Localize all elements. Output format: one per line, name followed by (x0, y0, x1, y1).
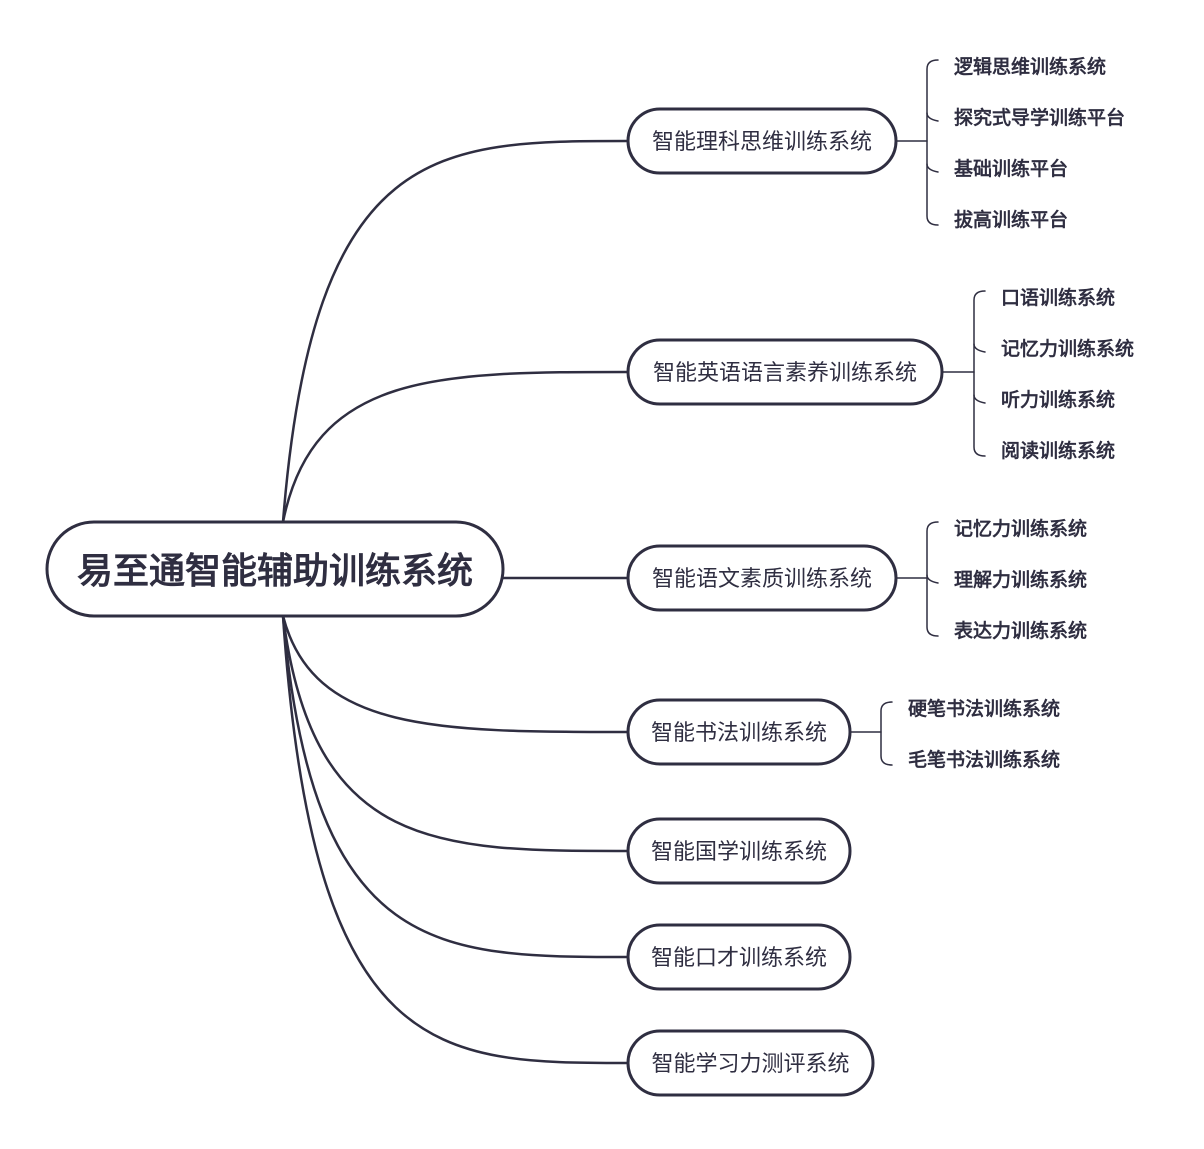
root-node[interactable]: 易至通智能辅助训练系统 (45, 520, 505, 618)
branch-connector (281, 614, 630, 1065)
bracket-spine (926, 59, 939, 226)
branch-connector (281, 614, 630, 734)
branch-node-label: 智能书法训练系统 (651, 721, 827, 746)
bracket-tick (926, 574, 939, 584)
branch-connector (281, 370, 630, 524)
branch-node-box (626, 544, 898, 612)
branch-node-label: 智能学习力测评系统 (651, 1052, 849, 1077)
leaf-node-label[interactable]: 口语训练系统 (1001, 286, 1115, 309)
leaf-brackets (849, 59, 986, 766)
leaf-node-label[interactable]: 硬笔书法训练系统 (908, 697, 1060, 720)
branch-connectors (281, 139, 630, 1065)
branch-node[interactable]: 智能书法训练系统 (626, 698, 852, 766)
bracket-tick (973, 394, 986, 404)
bracket-tick (926, 112, 939, 122)
branch-connector (281, 614, 630, 853)
bracket-spine (880, 701, 893, 766)
leaf-node-label[interactable]: 基础训练平台 (953, 157, 1068, 180)
leaf-node-label[interactable]: 毛笔书法训练系统 (908, 748, 1060, 771)
branch-node-box (626, 698, 852, 766)
leaf-node-label[interactable]: 记忆力训练系统 (1001, 337, 1134, 360)
leaf-node-label[interactable]: 理解力训练系统 (954, 568, 1087, 591)
leaf-node-label[interactable]: 拔高训练平台 (954, 208, 1068, 231)
branch-node-label: 智能国学训练系统 (651, 840, 827, 865)
bracket-tick (926, 163, 939, 173)
branch-node[interactable]: 智能理科思维训练系统 (626, 107, 898, 175)
bracket-spine (926, 521, 939, 637)
leaf-node-label[interactable]: 听力训练系统 (1001, 388, 1115, 411)
branch-node-label: 智能英语语言素养训练系统 (653, 361, 917, 386)
branch-connector (281, 614, 630, 959)
branch-node[interactable]: 智能英语语言素养训练系统 (626, 338, 944, 406)
leaf-node-label[interactable]: 记忆力训练系统 (954, 517, 1087, 540)
branch-node-box (626, 1029, 875, 1097)
branch-node[interactable]: 智能学习力测评系统 (626, 1029, 875, 1097)
root-node-box (45, 520, 505, 618)
branch-node[interactable]: 智能国学训练系统 (626, 817, 852, 885)
branch-node-label: 智能口才训练系统 (651, 946, 827, 971)
leaf-node-label[interactable]: 表达力训练系统 (954, 619, 1087, 642)
branch-node-box (626, 923, 852, 991)
bracket-spine (973, 290, 986, 457)
branch-node-box (626, 107, 898, 175)
diagram-nodes: 易至通智能辅助训练系统 智能理科思维训练系统 逻辑思维训练系统探究式导学训练平台基… (45, 55, 1134, 1097)
bracket-tick (973, 343, 986, 353)
leaf-node-label[interactable]: 阅读训练系统 (1001, 439, 1115, 462)
branch-node-box (626, 338, 944, 406)
branch-connector (281, 139, 630, 524)
branch-node-label: 智能语文素质训练系统 (652, 567, 872, 592)
branch-node[interactable]: 智能口才训练系统 (626, 923, 852, 991)
leaf-node-label[interactable]: 逻辑思维训练系统 (954, 55, 1106, 78)
branch-node-label: 智能理科思维训练系统 (652, 130, 872, 155)
root-node-label: 易至通智能辅助训练系统 (77, 551, 473, 592)
branch-node[interactable]: 智能语文素质训练系统 (626, 544, 898, 612)
leaf-node-label[interactable]: 探究式导学训练平台 (954, 106, 1125, 129)
branch-node-box (626, 817, 852, 885)
